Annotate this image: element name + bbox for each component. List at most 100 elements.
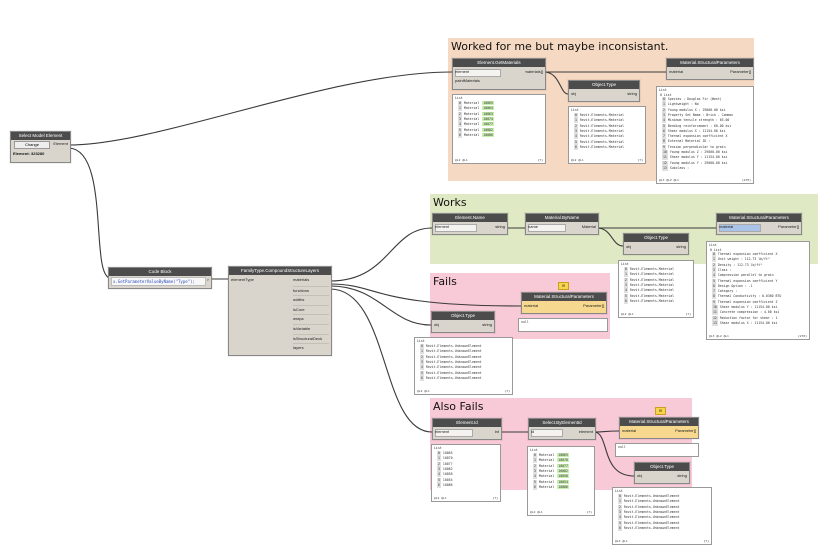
input-port-name[interactable]: name xyxy=(528,224,539,229)
element-id-badge[interactable]: 10077 xyxy=(482,122,494,127)
material-structural-parameters-node[interactable]: Material.StructuralParameters material P… xyxy=(666,58,754,80)
element-id-badge[interactable]: 10058 xyxy=(557,474,569,479)
element-id-badge[interactable]: 10082 xyxy=(557,468,569,473)
output-port-element[interactable]: Element xyxy=(53,141,68,146)
element-name-node[interactable]: Element.Name element string xyxy=(432,213,508,235)
output-port-isstructuraldeck[interactable]: isStructuralDeck xyxy=(293,333,329,343)
code-block-node[interactable]: Code Block x.GetParameterValueByName("Ty… xyxy=(108,267,212,289)
material-byname-node[interactable]: Material.ByName name Material xyxy=(525,213,599,235)
material-structural-parameters-node[interactable]: Material.StructuralParameters material P… xyxy=(619,417,699,439)
input-port-material[interactable]: material xyxy=(669,69,684,74)
familytype-compound-layers-node[interactable]: FamilyType.CompoundStructureLayers eleme… xyxy=(228,266,332,356)
output-port-string[interactable]: string xyxy=(676,244,686,249)
code-editor[interactable]: x.GetParameterValueByName("Type"); xyxy=(111,277,206,286)
element-id-badge[interactable]: 10086 xyxy=(482,132,494,137)
object-type-node[interactable]: Object.Type obj string xyxy=(568,80,640,102)
list-index: 6 xyxy=(533,484,537,490)
input-port-id[interactable]: id xyxy=(531,429,535,434)
material-structural-parameters-node[interactable]: Material.StructuralParameters material P… xyxy=(716,213,802,235)
input-port-obj[interactable]: obj xyxy=(626,244,632,249)
select-model-element-node[interactable]: Select Model Element Change Element Elem… xyxy=(10,131,71,163)
input-port-element[interactable]: element xyxy=(455,69,470,74)
output-port-iscore[interactable]: isCore xyxy=(293,304,329,314)
object-type-node[interactable]: Object.Type obj string xyxy=(431,311,495,333)
input-port-obj[interactable]: obj xyxy=(434,322,440,327)
element-id-badge[interactable]: 10077 xyxy=(557,463,569,468)
output-port-materials[interactable]: materials[] xyxy=(524,69,543,74)
element-id-node[interactable]: Element.Id element int xyxy=(432,418,502,440)
output-port-material[interactable]: Material xyxy=(581,224,596,229)
input-port-material[interactable]: material xyxy=(524,303,539,308)
output-port-string[interactable]: string xyxy=(495,224,505,229)
list-index: 4 xyxy=(458,122,462,128)
input-port-obj[interactable]: obj xyxy=(571,91,577,96)
output-port-isvariable[interactable]: isVariable xyxy=(293,324,329,333)
list-index: 7 xyxy=(662,134,666,140)
element-id-badge[interactable]: 10070 xyxy=(557,458,569,463)
input-port-obj[interactable]: obj xyxy=(637,473,643,478)
output-port-element[interactable]: element xyxy=(578,429,593,434)
list-index: 2 xyxy=(624,277,628,283)
list-index: 4 xyxy=(420,365,424,371)
output-port-materials[interactable]: materials xyxy=(293,277,310,282)
element-id-badge[interactable]: 10054 xyxy=(557,479,569,484)
input-port-material[interactable]: material xyxy=(622,428,637,433)
list-value: Minimum tensile strength : 65.00 xyxy=(667,118,730,123)
output-port-string[interactable]: string xyxy=(482,322,492,327)
input-port-material[interactable]: material xyxy=(719,224,734,229)
element-id-badge[interactable]: 10082 xyxy=(482,127,494,132)
element-id-badge[interactable]: 10074 xyxy=(482,116,494,121)
element-id-badge[interactable]: 10065 xyxy=(557,453,569,457)
output-port-parameters[interactable]: Parameter[] xyxy=(675,428,696,433)
element-getmaterials-node[interactable]: Element.GetMaterials element paintMateri… xyxy=(452,58,546,90)
input-port-element[interactable]: element xyxy=(435,224,450,229)
output-port-functions[interactable]: functions xyxy=(293,285,329,295)
element-id-badge[interactable]: 10086 xyxy=(557,484,569,489)
output-port-wraps[interactable]: wraps xyxy=(293,314,329,323)
change-button[interactable]: Change xyxy=(14,141,50,149)
preview-bubble[interactable]: null xyxy=(615,443,699,457)
material-structural-parameters-node[interactable]: Material.StructuralParameters material P… xyxy=(521,292,607,314)
output-port-layers[interactable]: layers xyxy=(293,343,329,352)
output-port-widths[interactable]: widths xyxy=(293,295,329,304)
element-id-badge[interactable]: 10065 xyxy=(482,101,494,105)
element-id-badge[interactable]: 10064 xyxy=(482,106,494,111)
output-port-string[interactable]: string xyxy=(677,473,687,478)
list-index: 2 xyxy=(533,463,537,469)
list-levels: @L2 @L1 xyxy=(417,389,430,393)
input-port-elementtype[interactable]: elementType xyxy=(231,277,254,282)
warning-badge[interactable]: !!! xyxy=(655,407,666,415)
select-byelementid-node[interactable]: Select.ByElementId id element xyxy=(528,418,596,440)
output-port-parameters[interactable]: Parameter[] xyxy=(778,224,799,229)
list-value: Young modulus Z : 29000.00 ksi xyxy=(669,150,728,154)
input-port-paintmaterials[interactable]: paintMaterials xyxy=(455,78,480,83)
output-port-int[interactable]: int xyxy=(494,429,499,434)
list-levels: @L2 @L1 xyxy=(455,158,468,162)
input-port-element[interactable]: element xyxy=(435,429,450,434)
output-port-parameters[interactable]: Parameter[] xyxy=(583,303,604,308)
group-title: Fails xyxy=(433,275,457,288)
output-port-parameters[interactable]: Parameter[] xyxy=(730,69,751,74)
output-port[interactable]: > xyxy=(206,277,209,282)
preview-bubble[interactable]: null xyxy=(518,318,608,332)
list-value: Revit.Elements.UnknownElement xyxy=(425,365,482,370)
element-id-badge[interactable]: 10063 xyxy=(482,111,494,116)
list-levels: @L2 @L1 xyxy=(530,510,543,514)
object-type-node[interactable]: Object.Type obj string xyxy=(634,462,690,484)
object-type-node[interactable]: Object.Type obj string xyxy=(623,233,689,255)
output-port-string[interactable]: string xyxy=(627,91,637,96)
warning-badge[interactable]: !!! xyxy=(558,282,569,290)
